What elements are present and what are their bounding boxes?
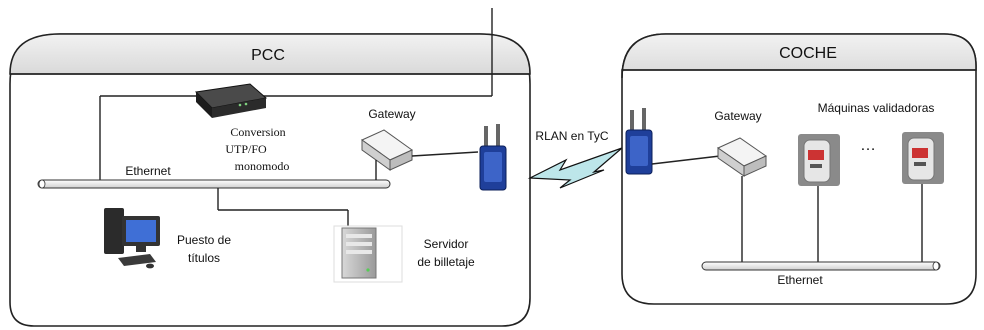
coche-access-point-icon <box>625 108 653 175</box>
coche-ethernet-bus <box>701 261 941 271</box>
pcc-ethernet-bus <box>37 179 391 189</box>
converter-label-3: monomodo <box>235 159 290 173</box>
coche-ap-to-gateway <box>651 155 721 165</box>
pcc-gateway-to-ap <box>411 151 479 157</box>
maquinas-label: Máquinas validadoras <box>818 101 935 115</box>
coche-gateway-label: Gateway <box>714 109 761 123</box>
converter-label-2: UTP/FO <box>225 142 267 156</box>
pcc-gateway-label: Gateway <box>368 107 415 121</box>
servidor-label-2: de billetaje <box>417 255 475 269</box>
converter-label-1: Conversion <box>230 125 285 139</box>
puesto-label-2: títulos <box>188 251 220 265</box>
coche-gateway-icon <box>716 137 768 177</box>
workstation-computer-icon <box>104 208 160 269</box>
pcc-ethernet-label: Ethernet <box>125 164 171 178</box>
wireless-link-lightning-icon <box>527 147 623 189</box>
pcc-gateway-icon <box>361 129 413 171</box>
billing-server-icon <box>333 225 403 283</box>
validator-machine-1-icon <box>798 134 840 186</box>
pcc-access-point-icon <box>479 124 507 191</box>
coche-ethernet-label: Ethernet <box>777 273 823 287</box>
puesto-label-1: Puesto de <box>177 233 231 247</box>
pcc-title: PCC <box>251 47 285 64</box>
rlan-label: RLAN en TyC <box>535 129 608 143</box>
validator-machine-2-icon <box>902 132 944 184</box>
servidor-label-1: Servidor <box>424 237 469 251</box>
validator-ellipsis: … <box>860 137 876 154</box>
coche-title: COCHE <box>779 45 837 62</box>
converter-device-icon <box>194 83 268 118</box>
